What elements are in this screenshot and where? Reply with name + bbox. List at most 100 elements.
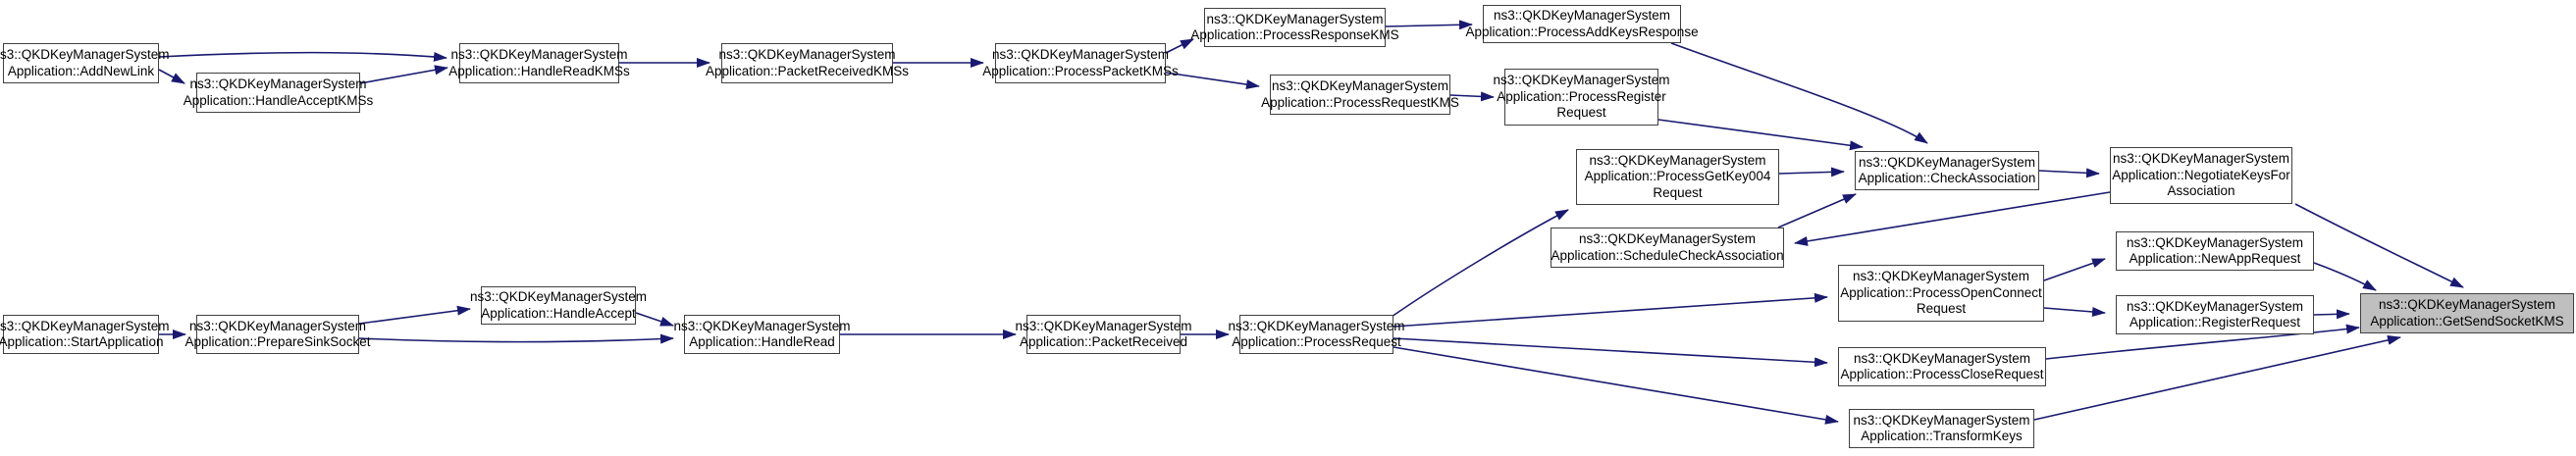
edge-process-request--transform-keys [1393, 346, 1839, 425]
edge-handle-accept-kmss--handle-read-kmss [359, 65, 448, 84]
node-label-line: ns3::QKDKeyManagerSystem [188, 318, 367, 333]
edge-negotiate-keys-for-association--schedule-check-association [1794, 191, 2111, 246]
edge-prepare-sink-socket--handle-accept [358, 305, 471, 325]
node-label-line: ns3::QKDKeyManagerSystem [1853, 412, 2030, 428]
edge-add-new-link--handle-read-kmss [158, 51, 447, 62]
node-label-line: Request [1653, 184, 1703, 200]
node-label-line: Application::HandleReadKMSs [448, 63, 630, 78]
edge-new-app-request--get-send-socket-kms [2313, 262, 2377, 291]
edge-process-response-kms--process-add-keys-response [1385, 20, 1473, 30]
node-label-line: ns3::QKDKeyManagerSystem [1578, 231, 1757, 246]
node-label-line: Application::PrepareSinkSocket [184, 334, 371, 349]
edge-register-request--get-send-socket-kms [2313, 309, 2350, 320]
node-label-line: ns3::QKDKeyManagerSystem [2126, 234, 2304, 250]
node-label-line: ns3::QKDKeyManagerSystem [189, 76, 367, 91]
node-label-line: Application::ProcessAddKeysResponse [1465, 24, 1699, 39]
node-label-line: ns3::QKDKeyManagerSystem [469, 289, 648, 304]
node-label-line: ns3::QKDKeyManagerSystem [1206, 11, 1384, 26]
node-label-line: Application::NewAppRequest [2129, 251, 2301, 266]
edge-process-packet-kmss--process-request-kms [1165, 72, 1260, 90]
node-label-line: ns3::QKDKeyManagerSystem [2112, 151, 2290, 167]
node-label-line: ns3::QKDKeyManagerSystem [1493, 73, 1670, 88]
node-label-line: Application::HandleAccept [481, 305, 636, 321]
node-label-line: Application::ProcessRequest [1232, 334, 1401, 349]
edge-handle-accept--handle-read [635, 312, 674, 327]
edge-process-close-request--get-send-socket-kms [2045, 324, 2360, 360]
node-label-line: ns3::QKDKeyManagerSystem [2126, 298, 2304, 314]
node-label-line: Application::ScheduleCheckAssociation [1551, 247, 1784, 263]
edge-process-add-keys-response--check-association [1670, 42, 1928, 144]
edge-process-register-request--check-association [1657, 119, 1864, 151]
node-label-line: Application::RegisterRequest [2129, 315, 2301, 329]
node-label-line: Application::ProcessOpenConnect [1840, 284, 2042, 300]
node-label-line: Request [1916, 301, 1967, 317]
edge-add-new-link--handle-accept-kmss [158, 69, 185, 84]
node-label-line: ns3::QKDKeyManagerSystem [2378, 297, 2556, 312]
node-label-line: ns3::QKDKeyManagerSystem [673, 318, 851, 333]
edge-process-request--process-get-key004-request [1391, 209, 1569, 318]
node-label-line: Application::HandleAcceptKMSs [183, 92, 374, 108]
edge-process-get-key004-request--check-association [1778, 167, 1845, 177]
edge-process-packet-kmss--process-response-kms [1165, 38, 1194, 54]
node-label-line: ns3::QKDKeyManagerSystem [1493, 8, 1671, 23]
node-label-line: Application::CheckAssociation [1858, 171, 2036, 185]
node-label-line: ns3::QKDKeyManagerSystem [1271, 78, 1449, 93]
node-label-line: ns3::QKDKeyManagerSystem [1589, 152, 1766, 168]
edge-negotiate-keys-for-association--get-send-socket-kms [2294, 203, 2464, 288]
edge-process-request--process-open-connect-request [1393, 292, 1828, 328]
node-label-line: Request [1556, 105, 1606, 121]
node-label-line: Application::TransformKeys [1861, 429, 2023, 443]
edge-prepare-sink-socket--handle-read [358, 333, 674, 344]
node-label-line: Application::NegotiateKeysFor [2112, 167, 2290, 182]
node-label-line: ns3::QKDKeyManagerSystem [1852, 269, 2030, 284]
node-label-line: Application::StartApplication [0, 334, 164, 349]
node-label-line: ns3::QKDKeyManagerSystem [1015, 318, 1192, 333]
edge-process-open-connect-request--new-app-request [2043, 258, 2106, 281]
node-label-line: Application::ProcessCloseRequest [1840, 367, 2044, 381]
node-label-line: Application::ProcessRequestKMS [1261, 94, 1459, 110]
node-label-line: Application::AddNewLink [7, 63, 155, 78]
node-label-line: ns3::QKDKeyManagerSystem [991, 47, 1170, 62]
node-label-line: Application::PacketReceived [1019, 334, 1188, 349]
node-label-line: ns3::QKDKeyManagerSystem [0, 47, 170, 62]
node-label-line: Application::GetSendSocketKMS [2370, 313, 2564, 329]
node-label-line: ns3::QKDKeyManagerSystem [1853, 350, 2031, 366]
node-label-line: Application::HandleRead [689, 334, 835, 349]
edge-process-open-connect-request--register-request [2043, 306, 2106, 317]
edge-process-request--process-close-request [1393, 337, 1828, 368]
edge-process-request-kms--process-register-request [1449, 91, 1495, 102]
node-label-line: ns3::QKDKeyManagerSystem [718, 47, 896, 62]
node-label-line: Application::ProcessPacketKMSs [982, 63, 1179, 78]
node-label-line: ns3::QKDKeyManagerSystem [1858, 154, 2036, 170]
node-label-line: ns3::QKDKeyManagerSystem [1228, 318, 1405, 333]
node-label-line: Application::ProcessResponseKMS [1190, 27, 1399, 42]
node-label-line: Application::PacketReceivedKMSs [705, 63, 910, 78]
edge-transform-keys--get-send-socket-kms [2033, 334, 2401, 421]
